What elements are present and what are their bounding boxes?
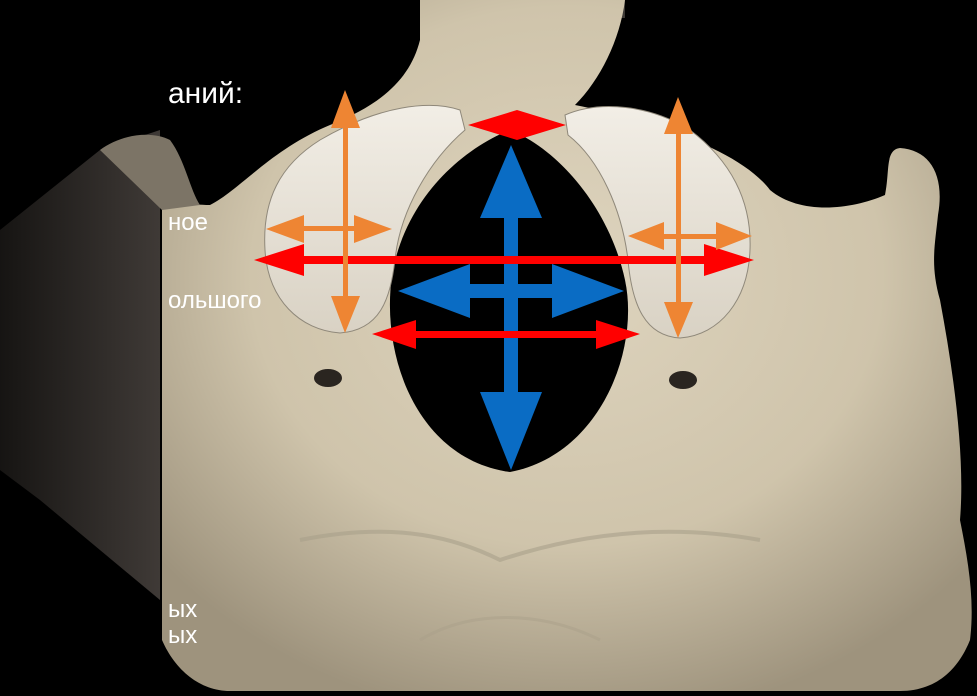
text-fragment-4: ых <box>168 598 197 622</box>
left-foramen <box>314 369 342 387</box>
text-fragment-2: ное <box>168 211 208 235</box>
heading-fragment: аний: <box>168 79 243 109</box>
text-fragment-3: ольшого <box>168 289 262 313</box>
right-foramen <box>669 371 697 389</box>
background-shadow-panel <box>0 130 160 600</box>
text-fragment-5: ых <box>168 624 197 648</box>
